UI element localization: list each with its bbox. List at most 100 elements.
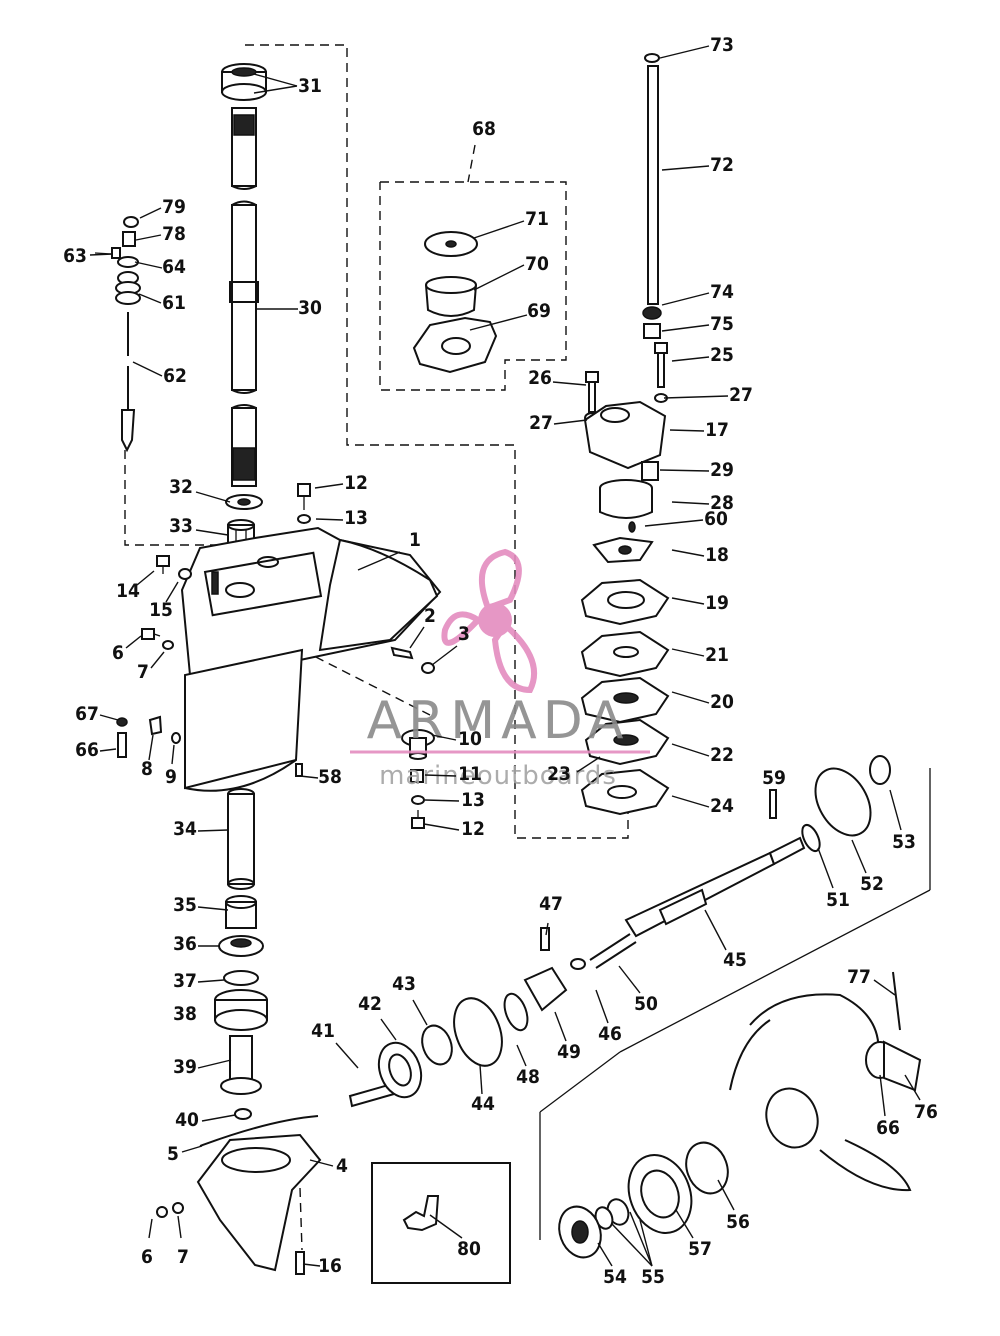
callout-38: 38 (173, 1003, 197, 1025)
callout-19: 19 (705, 592, 729, 614)
callout-5: 5 (167, 1143, 179, 1165)
leader-line-6 (148, 1218, 153, 1239)
callout-21: 21 (705, 644, 729, 666)
leader-line-37 (197, 979, 225, 983)
callout-10: 10 (458, 728, 482, 750)
callout-44: 44 (471, 1093, 495, 1115)
callout-25: 25 (710, 344, 734, 366)
callout-37: 37 (173, 970, 197, 992)
callout-54: 54 (603, 1266, 627, 1288)
leader-line-55 (639, 1219, 653, 1267)
callout-39: 39 (173, 1056, 197, 1078)
callout-78: 78 (162, 223, 186, 245)
callout-77: 77 (847, 966, 871, 988)
callout-41: 41 (311, 1020, 335, 1042)
callout-26: 26 (528, 367, 552, 389)
leader-line-55 (611, 1223, 653, 1267)
leader-line-17 (669, 429, 705, 432)
leader-line-10 (431, 734, 457, 741)
callout-2: 2 (424, 605, 436, 627)
leader-line-19 (671, 597, 705, 605)
leader-line-76 (904, 1074, 921, 1101)
leader-line-31 (253, 85, 298, 94)
leader-line-16 (302, 1263, 321, 1267)
callout-36: 36 (173, 933, 197, 955)
leader-line-11 (424, 774, 457, 777)
callout-31: 31 (298, 75, 322, 97)
leader-line-67 (99, 714, 119, 721)
leader-line-45 (704, 909, 727, 951)
leader-line-66 (879, 1074, 886, 1117)
leader-line-8 (148, 734, 154, 761)
leader-line-48 (516, 1044, 527, 1067)
leader-line-54 (597, 1242, 613, 1267)
callout-22: 22 (710, 744, 734, 766)
leader-line-56 (717, 1179, 735, 1211)
callout-9: 9 (165, 766, 177, 788)
callout-51: 51 (826, 889, 850, 911)
leader-line-22 (671, 743, 710, 757)
callout-42: 42 (358, 993, 382, 1015)
leader-line-55 (629, 1211, 653, 1267)
callout-14: 14 (116, 580, 140, 602)
callout-67: 67 (75, 703, 99, 725)
callout-17: 17 (705, 419, 729, 441)
leader-line-47 (545, 922, 549, 936)
leader-line-41 (335, 1042, 359, 1069)
leader-line-70 (473, 264, 525, 291)
callout-63: 63 (63, 245, 87, 267)
leader-line-49 (554, 1011, 567, 1042)
propeller-shaft-assembly (348, 755, 891, 1108)
part-32-washer (225, 494, 263, 510)
callout-6: 6 (141, 1246, 153, 1268)
callout-52: 52 (860, 873, 884, 895)
leader-line-9 (171, 744, 175, 765)
part-1-gearcase (180, 526, 442, 792)
leader-line-60 (644, 519, 704, 527)
callout-56: 56 (726, 1211, 750, 1233)
leader-line-62 (132, 361, 163, 377)
callout-15: 15 (149, 599, 173, 621)
callout-28: 28 (710, 492, 734, 514)
propeller-logo-icon (441, 548, 538, 694)
callout-57: 57 (688, 1238, 712, 1260)
callout-59: 59 (762, 767, 786, 789)
part-80-box (371, 1162, 511, 1284)
part-31-seal (221, 63, 267, 101)
callout-35: 35 (173, 894, 197, 916)
callout-66: 66 (876, 1117, 900, 1139)
callout-12: 12 (461, 818, 485, 840)
callout-68: 68 (472, 118, 496, 140)
callout-27: 27 (529, 412, 553, 434)
callout-29: 29 (710, 459, 734, 481)
leader-line-58 (299, 775, 319, 779)
callout-11: 11 (458, 763, 482, 785)
leader-line-73 (659, 45, 710, 59)
part-71-plate (424, 231, 478, 257)
callout-69: 69 (527, 300, 551, 322)
callout-8: 8 (141, 758, 153, 780)
leader-line-63 (89, 253, 114, 256)
leader-line-25 (671, 356, 710, 362)
leader-line-34 (197, 829, 229, 832)
callout-1: 1 (409, 529, 421, 551)
leader-line-78 (135, 234, 162, 241)
leader-line-29 (659, 469, 710, 472)
leader-line-51 (817, 847, 834, 889)
part-30-drive-shaft (229, 107, 259, 487)
callout-58: 58 (318, 766, 342, 788)
callout-3: 3 (458, 623, 470, 645)
leader-line-2 (409, 626, 425, 649)
callout-49: 49 (557, 1041, 581, 1063)
callout-70: 70 (525, 253, 549, 275)
callout-12: 12 (344, 472, 368, 494)
leader-line-5 (181, 1145, 203, 1153)
callout-13: 13 (344, 507, 368, 529)
leader-line-40 (201, 1114, 236, 1122)
leader-line-35 (197, 906, 229, 911)
callout-74: 74 (710, 281, 734, 303)
leader-line-23 (576, 756, 601, 773)
leader-line-24 (671, 795, 710, 808)
watermark-tagline: marineoutboards (379, 761, 617, 791)
callout-46: 46 (598, 1023, 622, 1045)
